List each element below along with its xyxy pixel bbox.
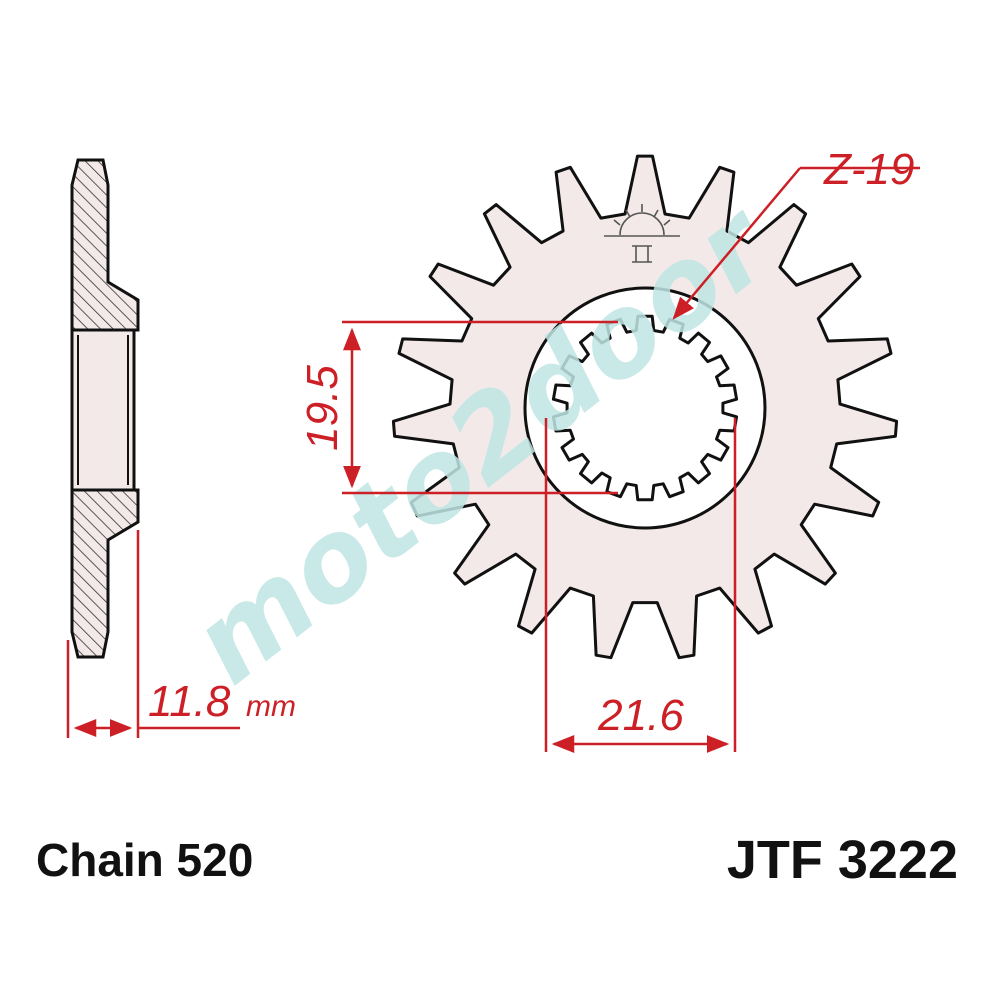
chain-size-caption: Chain 520 xyxy=(36,834,253,886)
sprocket-front-view xyxy=(391,154,899,660)
teeth-count-dimension: Z-19 xyxy=(672,145,920,320)
thickness-dimension: 11.8 mm xyxy=(66,530,296,738)
side-profile-upper xyxy=(70,158,140,332)
brand-logo-icon xyxy=(604,204,680,263)
part-number-caption: JTF 3222 xyxy=(727,830,958,890)
spline-height-dimension: 19.5 xyxy=(298,320,618,495)
thickness-value-label: 11.8 xyxy=(148,677,231,726)
spline-bore xyxy=(551,314,739,502)
thickness-unit-label: mm xyxy=(246,690,296,723)
spline-height-label: 19.5 xyxy=(298,365,347,451)
spline-width-dimension: 21.6 xyxy=(544,418,737,753)
side-profile xyxy=(70,158,140,659)
teeth-count-label: Z-19 xyxy=(823,145,914,194)
side-profile-lower xyxy=(70,488,140,659)
spline-width-label: 21.6 xyxy=(597,691,684,740)
side-profile-hub xyxy=(70,328,136,492)
